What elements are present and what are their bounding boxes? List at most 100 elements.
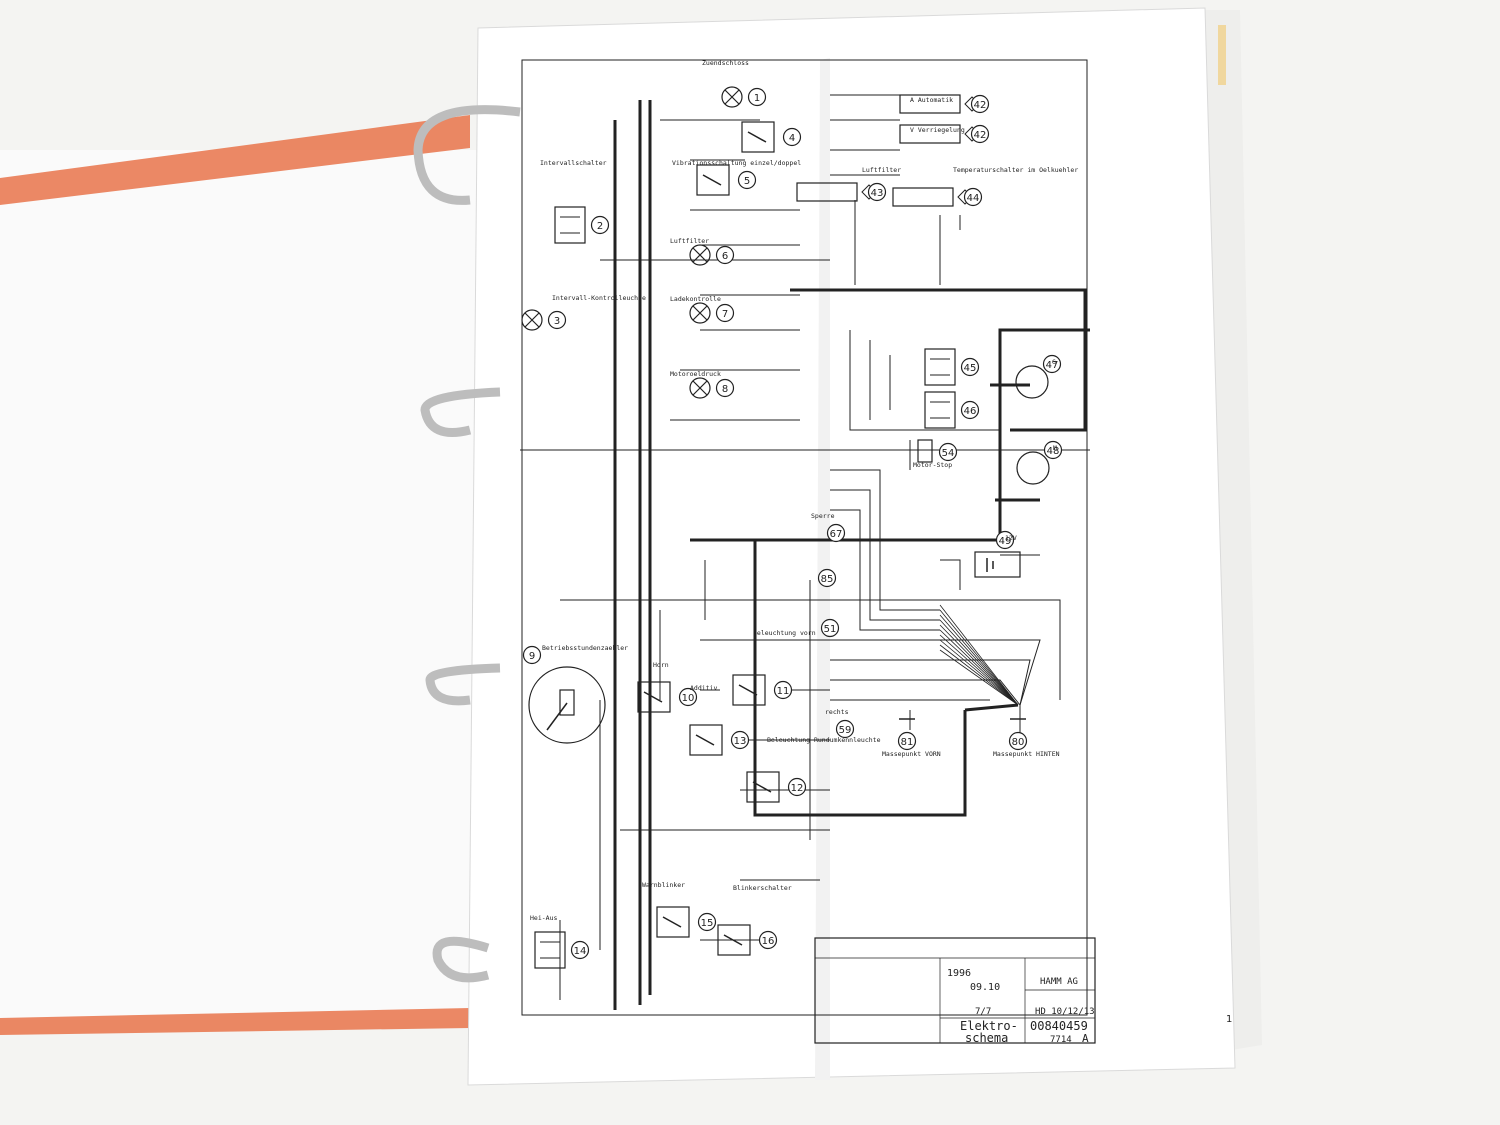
component-number-badge [758,930,778,950]
left-component-5: 5 Vibrationsschaltung einzel/doppel [672,159,801,196]
component-number: 54 [942,448,955,459]
component-number: 10 [682,693,695,704]
page-corner-mark: 1 [1226,1014,1232,1025]
component-number: 80 [1012,737,1025,748]
component-number: 67 [830,529,843,540]
left-component-15: 15 Warnblinker [642,881,717,938]
component-label: 12V [1005,534,1017,542]
component-number: 85 [821,574,834,585]
component-number-badge [590,215,610,235]
right-component-42: 42 V Verriegelung [899,124,990,144]
ground-fan-wire [939,609,1019,706]
component-number: 9 [529,651,535,662]
component-number: 44 [967,193,980,204]
component-number-badge [960,357,980,377]
component-number: 51 [824,624,837,635]
component-number: 81 [901,737,914,748]
component-number-badge [715,245,735,265]
component-number: 42 [974,100,987,111]
title-block-year: 1996 [947,968,971,979]
component-number-badge [570,940,590,960]
title-block-code: 7714 [1050,1035,1072,1045]
component-number-badge [938,442,958,462]
right-component-51: 51 [820,618,840,638]
component-number-badge [678,687,698,707]
component-label: Motor-Stop [913,461,952,469]
ground-fan-wire [939,634,1019,706]
ground-fan-wire [939,619,1019,706]
component-number-badge [730,730,750,750]
component-number-badge [867,182,887,202]
component-number-badge [697,912,717,932]
component-number: 4 [789,133,795,144]
component-label: Massepunkt HINTEN [993,750,1060,758]
component-label: V Verriegelung [910,126,965,134]
ground-fan-wire [939,624,1019,706]
component-number: 13 [734,736,747,747]
component-label: M [1053,444,1057,452]
component-number-badge [547,310,567,330]
component-number: 48 [1047,446,1060,457]
component-label: Hei-Aus [530,914,557,922]
component-number-badge [782,127,802,147]
component-number: 45 [964,363,977,374]
component-number: 2 [597,221,603,232]
component-label: Betriebsstundenzaehler [542,644,628,652]
component-label: Luftfilter [670,237,709,245]
component-number-badge [960,400,980,420]
wiring-diagram [520,94,1090,1010]
binder-orange-tab-bottom [0,1008,470,1035]
schematic-frame [521,59,1088,1016]
component-number: 1 [754,93,760,104]
signal-wire [830,679,1021,706]
component-label: Additiv [690,684,717,692]
component-label: rechts [825,708,849,716]
component-number: 6 [722,251,728,262]
signal-wire [830,599,1061,700]
right-component-85: 85 [817,568,837,588]
component-number: 16 [762,936,775,947]
component-label: Luftfilter [862,166,901,174]
component-label: Vibrationsschaltung einzel/doppel [672,159,801,167]
binder-orange-tab-top [0,115,470,205]
signal-wire [830,469,940,611]
component-number: 59 [839,725,852,736]
component-number-badge [522,645,542,665]
component-number: 3 [554,316,560,327]
left-component-6: 6 Luftfilter [670,237,735,266]
component-number-badge [1042,354,1062,374]
component-label: G [1052,358,1056,366]
component-number: 15 [701,918,714,929]
component-number-badge [820,618,840,638]
title-block-date: 09.10 [970,982,1000,993]
component-number-badge [970,124,990,144]
component-number: 7 [722,309,728,320]
signal-wire [830,509,940,631]
ground-fan-wire [939,644,1019,706]
right-component-45: 45 [924,348,980,386]
title-block-title-2: schema [965,1031,1008,1045]
right-component-47: 47G [1015,354,1062,399]
bus-wire [790,288,1087,432]
component-number: 8 [722,384,728,395]
component-number: 5 [744,176,750,187]
page-stack-edge [1218,25,1226,85]
component-label: Ladekontrolle [670,295,721,303]
ground-fan-wire [939,639,1019,706]
component-number: 42 [974,130,987,141]
ground-fan-wire [939,629,1019,706]
title-block-ref: HD 10/12/13 [1035,1007,1095,1017]
component-number-badge [817,568,837,588]
component-label: Warnblinker [642,881,685,889]
